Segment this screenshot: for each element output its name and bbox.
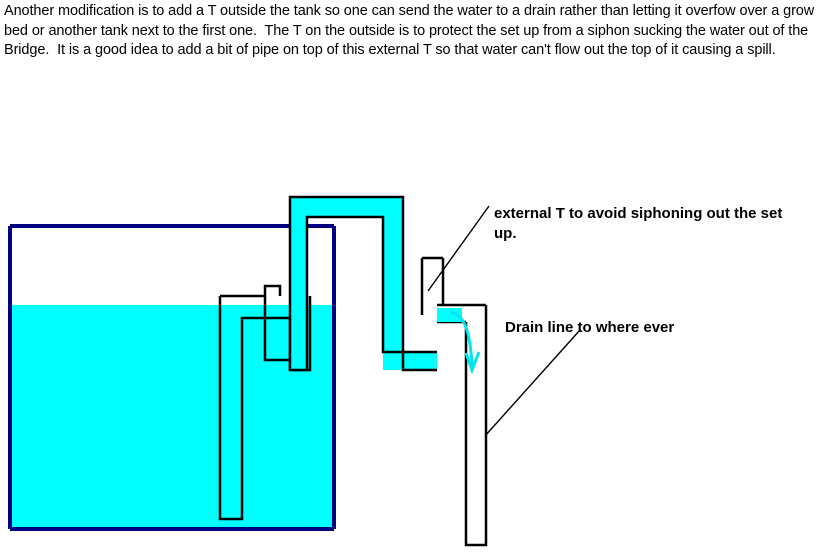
bridge-water-fill-left-leg — [290, 197, 307, 370]
external-t-annotation-line1: external T to avoid siphoning out the se… — [494, 205, 782, 222]
drain-line-annotation: Drain line to where ever — [505, 319, 674, 336]
external-t-riser — [420, 256, 445, 315]
drain-line-leader-line — [484, 329, 581, 437]
external-t-leader-line — [427, 205, 490, 292]
water-flow-arrow-head — [464, 351, 481, 375]
tank-water-fill — [12, 305, 332, 528]
bridge-outline-inner — [305, 215, 437, 370]
water-flow-arrow — [449, 310, 474, 367]
external-t-water — [437, 308, 462, 322]
caption-text: Another modification is to add a T outsi… — [4, 3, 819, 58]
drain-line-pipe — [464, 305, 488, 547]
bridge-right-foot-water — [383, 352, 437, 370]
internal-standpipe-cap — [220, 284, 282, 298]
internal-standpipe-inner — [263, 296, 290, 362]
bridge-left-foot-water — [290, 340, 307, 355]
bridge-outline-outer — [288, 195, 437, 372]
tank-outline — [8, 224, 336, 531]
external-t-annotation-line2: up. — [494, 225, 517, 242]
